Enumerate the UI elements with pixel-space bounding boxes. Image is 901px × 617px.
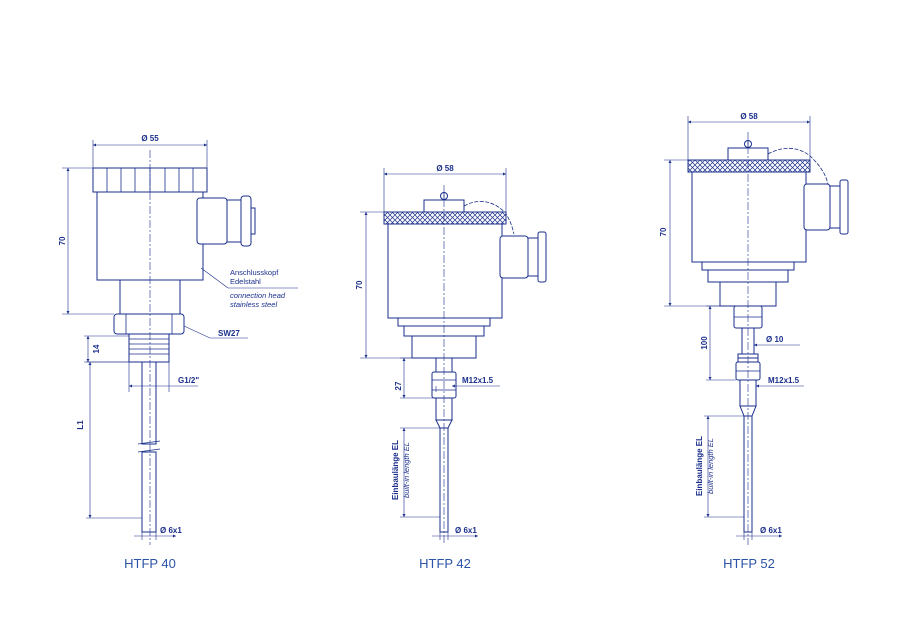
htfp52-caption: HTFP 52 [723,556,775,571]
htfp40-note-de-1: Anschlusskopf [230,268,279,277]
htfp52-length-dim: Einbaulänge EL [695,436,704,496]
htfp40-thread-size: G1/2" [178,376,199,385]
htfp52-length-dim-en: built-in length EL [706,438,715,494]
htfp40-tip-diameter: Ø 6x1 [160,526,182,535]
htfp42-head-diameter: Ø 58 [436,164,454,173]
htfp42-thread-size: M12x1.5 [462,376,494,385]
htfp40-height-dim: 70 [58,236,67,245]
htfp40-note-de-2: Edelstahl [230,277,261,286]
htfp42-tip-diameter: Ø 6x1 [455,526,477,535]
htfp42-caption: HTFP 42 [419,556,471,571]
htfp52-neck-diameter: Ø 10 [766,335,784,344]
htfp40-note-en-2: stainless steel [230,300,277,309]
htfp52-drawing: Ø 58 70 100 Ø 10 M12x1.5 Einbaulänge EL … [659,112,849,571]
htfp42-height-dim: 70 [355,280,364,289]
htfp42-neck-dim: 27 [394,381,403,390]
htfp52-knurled-lid [687,159,811,173]
htfp40-head-diameter: Ø 55 [141,134,159,143]
htfp40-caption: HTFP 40 [124,556,176,571]
htfp52-tip-diameter: Ø 6x1 [760,526,782,535]
htfp42-length-dim-en: built-in length EL [402,442,411,498]
htfp42-length-dim: Einbaulänge EL [391,440,400,500]
htfp40-cable-gland [196,197,228,245]
htfp42-knurled-lid [383,211,507,225]
htfp40-length-dim: L1 [76,420,85,430]
htfp42-cable-gland [499,235,529,279]
htfp52-neck-dim: 100 [700,336,709,350]
htfp52-thread-size: M12x1.5 [768,376,800,385]
htfp40-thread [128,333,170,363]
htfp40-probe-tube [141,361,157,445]
htfp42-head-body [387,223,503,319]
htfp40-wrench-size: SW27 [218,329,240,338]
htfp40-drawing: Ø 55 70 14 L1 G1/2" Ø 6x1 SW27 Anschluss… [58,134,298,571]
htfp52-head-body [691,171,807,263]
htfp40-note-en-1: connection head [230,291,286,300]
htfp52-head-diameter: Ø 58 [740,112,758,121]
htfp52-chain [767,147,829,185]
htfp52-height-dim: 70 [659,227,668,236]
htfp40-hex-nut [113,313,185,335]
htfp40-thread-length-dim: 14 [92,344,101,353]
htfp42-drawing: Ø 58 70 27 M12x1.5 Einbaulänge EL built-… [355,164,547,571]
htfp52-cable-gland [803,183,831,231]
